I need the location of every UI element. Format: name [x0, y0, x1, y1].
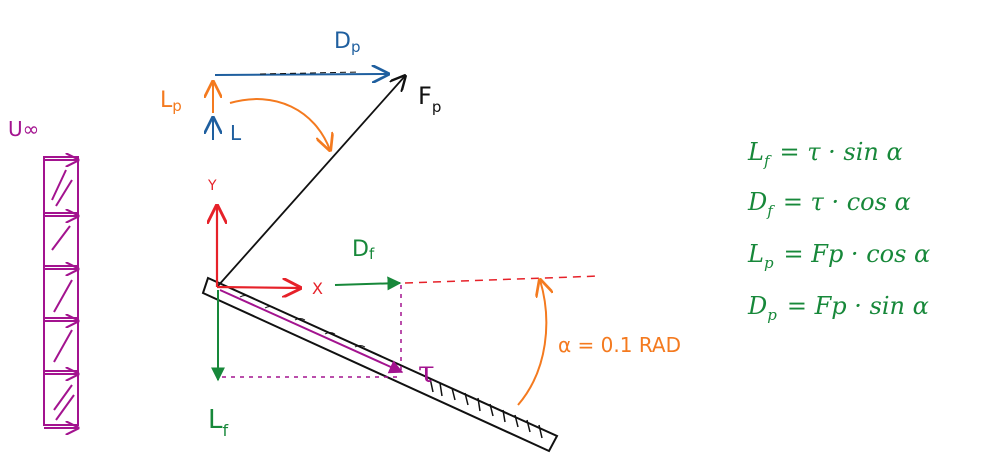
plate [201, 276, 559, 453]
component-dashes [222, 285, 402, 378]
horizontal-reference-line [404, 275, 601, 284]
tau-arrow [219, 289, 404, 374]
x-axis-label: X [312, 279, 323, 298]
x-axis-arrow [216, 287, 300, 288]
l-label: L [230, 121, 242, 145]
fp-arrow [216, 76, 405, 288]
equation-lf: Lf= τ · sin α [747, 138, 903, 170]
tau-label: τ [418, 355, 435, 390]
equation-dp: Dp= Fp · sin α [747, 292, 929, 324]
dp-label: Dp [334, 29, 360, 56]
equations: Lf= τ · sin α Df= τ · cos α Lp= Fp · cos… [747, 138, 930, 324]
dp-dash [259, 71, 361, 75]
fp-label: Fp [418, 82, 441, 116]
freestream-group: U∞ [8, 117, 78, 428]
equation-df: Df= τ · cos α [747, 188, 911, 220]
df-label: Df [352, 237, 375, 263]
y-axis-label: Y [207, 178, 217, 194]
dp-arrow [214, 74, 388, 75]
freestream-label: U∞ [8, 117, 39, 141]
rotation-arrow [229, 98, 330, 150]
alpha-arc-arrow [517, 280, 546, 406]
equation-lp: Lp= Fp · cos α [747, 240, 930, 272]
lp-label: Lp [160, 88, 182, 115]
freestream-arrows [43, 157, 78, 428]
lf-label: Lf [208, 405, 229, 440]
alpha-label: α = 0.1 RAD [558, 333, 681, 357]
df-arrow [334, 276, 402, 291]
